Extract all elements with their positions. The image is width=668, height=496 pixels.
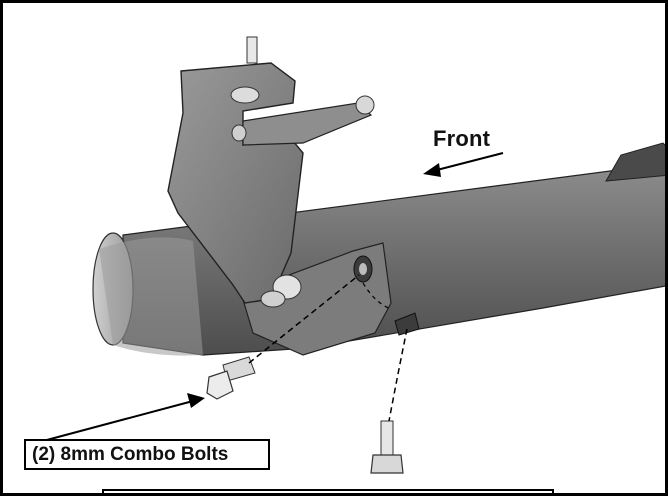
combo-bolt-left <box>206 356 256 400</box>
bolts-callout-text: (2) 8mm Combo Bolts <box>32 443 229 465</box>
bolts-callout: (2) 8mm Combo Bolts <box>24 439 270 470</box>
front-direction-label: Front <box>433 126 491 151</box>
front-arrow-icon <box>423 152 504 177</box>
clamp-block <box>240 242 392 356</box>
assembly-illustration <box>42 36 665 474</box>
mount-tab <box>605 142 665 182</box>
guide-line-left <box>248 274 360 364</box>
guide-line-upper <box>362 282 392 310</box>
combo-bolt-bottom <box>370 420 404 474</box>
mounting-bracket <box>167 36 375 308</box>
bottom-caption-box <box>102 489 554 493</box>
callout-leader-arrow <box>42 393 205 442</box>
guide-line-bottom <box>388 328 408 422</box>
